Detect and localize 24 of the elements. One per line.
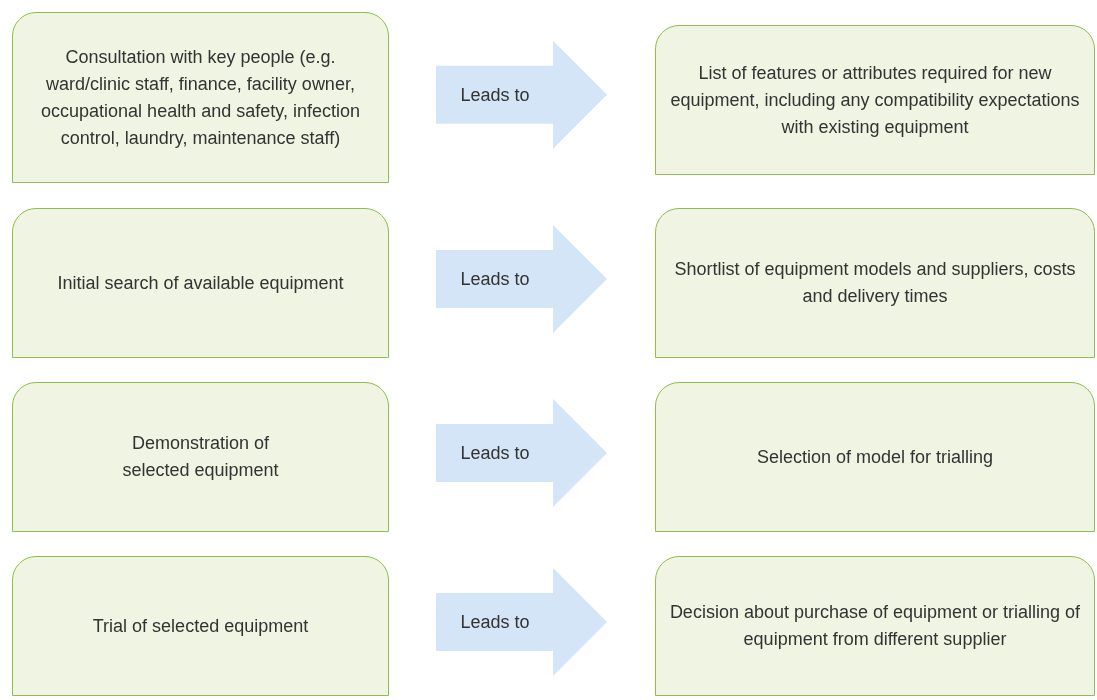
- process-box: [655, 556, 1095, 696]
- block-arrow: [436, 568, 607, 676]
- box-text: Selection of model for trialling: [756, 445, 994, 469]
- process-box: [655, 25, 1095, 175]
- box-text: Consultation with key people (e.g. ward/clinic staff, finance, facility owner, occupational health and safety, infection control, laundry, maintenance staff): [40, 45, 361, 150]
- edge-label: Leads to: [459, 613, 531, 631]
- box-text: Demonstration of selected equipment: [121, 432, 280, 482]
- edge-label: Leads to: [459, 85, 531, 104]
- process-box: [12, 208, 389, 358]
- block-arrow: [436, 399, 607, 507]
- box-text: Initial search of available equipment: [57, 271, 344, 295]
- box-text: Decision about purchase of equipment or trialling of equipment from different supplier: [668, 601, 1082, 651]
- edge-label: Leads to: [459, 444, 531, 462]
- edge-label: Leads to: [459, 270, 531, 288]
- process-box: [12, 12, 389, 183]
- box-text: Shortlist of equipment models and suppliers, costs and delivery times: [673, 258, 1077, 308]
- block-arrow: [436, 40, 607, 149]
- process-box: [655, 208, 1095, 358]
- block-arrow: [436, 225, 607, 333]
- box-text: List of features or attributes required for new equipment, including any compatibility expectations with existing equipment: [670, 61, 1080, 139]
- process-box: [655, 382, 1095, 532]
- box-text: Trial of selected equipment: [92, 614, 309, 638]
- process-box: [12, 382, 389, 532]
- process-box: [12, 556, 389, 696]
